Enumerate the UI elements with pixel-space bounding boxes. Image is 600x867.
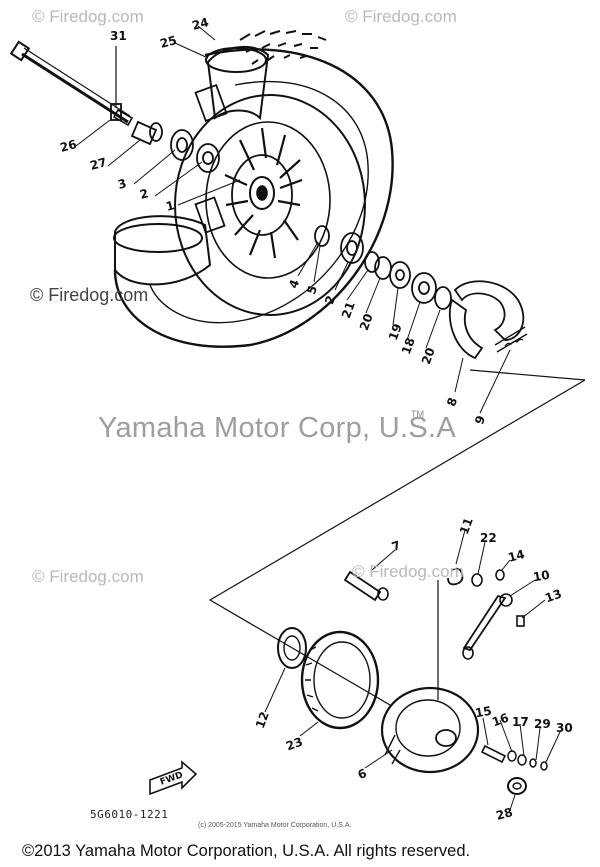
hub-bore xyxy=(256,185,268,201)
tire-section-top-rim xyxy=(205,47,267,73)
callout-number: 31 xyxy=(110,29,127,43)
fwd-arrow-icon xyxy=(149,760,198,796)
right-bearings xyxy=(314,225,452,310)
hub-body xyxy=(231,154,293,236)
tire-inner-line xyxy=(149,80,369,324)
divider-line-right xyxy=(469,369,586,381)
trademark-mark: TM xyxy=(411,409,424,419)
watermark-yamaha: Yamaha Motor Corp, U.S.A xyxy=(98,412,457,444)
left-bearings xyxy=(130,120,220,173)
divider-line xyxy=(208,379,586,706)
callout-number: 10 xyxy=(531,567,551,585)
brake-assembly xyxy=(277,567,548,795)
watermark-firedog: © Firedog.com xyxy=(352,562,464,581)
brake-shoes xyxy=(448,280,528,360)
wheel-assembly xyxy=(113,30,394,348)
tire-section-bottom-rim xyxy=(113,223,203,253)
hub-ribs xyxy=(224,127,303,259)
callout-number: 29 xyxy=(534,717,551,731)
rim-inner xyxy=(205,121,331,279)
watermark-firedog: © Firedog.com xyxy=(32,567,144,586)
axle xyxy=(9,40,134,127)
leader-lines xyxy=(75,25,561,811)
watermark-firedog: © Firedog.com xyxy=(32,7,144,26)
diagram-code: 5G6010-1221 xyxy=(90,808,169,821)
small-copyright: (c) 2005-2015 Yamaha Motor Corporation, … xyxy=(198,822,352,829)
tire-section-top xyxy=(206,45,270,121)
callout-number: 30 xyxy=(556,721,573,735)
callout-number: 17 xyxy=(512,715,529,729)
rim-block-bottom xyxy=(194,196,226,234)
callout-number: 22 xyxy=(480,531,497,545)
watermark-firedog: © Firedog.com xyxy=(345,7,457,26)
footer-copyright: ©2013 Yamaha Motor Corporation, U.S.A. A… xyxy=(22,842,471,860)
tire-section-bottom xyxy=(114,215,212,286)
watermark-firedog: © Firedog.com xyxy=(30,285,149,305)
hub-center xyxy=(249,176,275,210)
rim-block-top xyxy=(194,83,228,123)
rim-outer xyxy=(174,94,366,316)
